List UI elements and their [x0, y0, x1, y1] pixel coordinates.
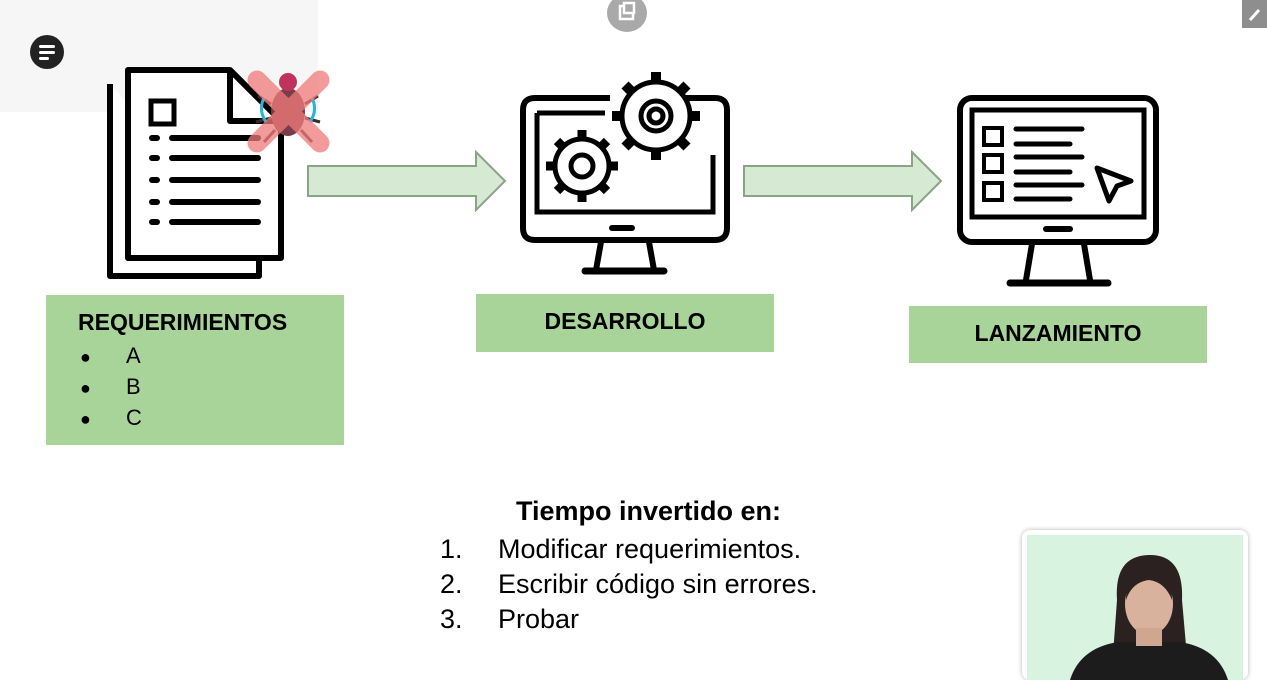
flow-arrow-2	[743, 150, 943, 212]
list-item: 2.Escribir código sin errores.	[440, 569, 818, 599]
app-logo-icon[interactable]	[30, 35, 64, 69]
list-item: 1.Modificar requerimientos.	[440, 534, 802, 564]
launch-box	[909, 306, 1207, 363]
list-item: ●C	[80, 405, 142, 430]
list-item: 3.Probar	[440, 604, 580, 634]
requirements-box	[46, 295, 344, 445]
presenter-avatar	[1027, 535, 1243, 680]
requirements-title: REQUERIMIENTOS	[78, 309, 288, 335]
flow-arrow-1	[307, 150, 507, 212]
popout-icon[interactable]	[607, 0, 647, 32]
time-title: Tiempo invertido en:	[516, 496, 782, 526]
cursor-icon	[1094, 165, 1134, 204]
development-title: DESARROLLO	[544, 308, 706, 334]
development-box	[476, 294, 774, 352]
list-item: ●A	[80, 343, 141, 368]
requirements-list: ●A ●B ●C	[80, 340, 142, 433]
gear-icon	[546, 130, 618, 202]
cross-icon	[247, 70, 330, 153]
requirements-document-icon	[107, 67, 330, 279]
development-monitor-icon	[520, 72, 730, 275]
time-steps-list: 1.Modificar requerimientos. 2.Escribir c…	[440, 532, 818, 637]
list-item: ●B	[80, 374, 141, 399]
gear-icon	[612, 72, 700, 160]
presenter-video[interactable]	[1022, 530, 1248, 680]
collapse-icon[interactable]	[1242, 0, 1267, 28]
launch-title: LANZAMIENTO	[974, 320, 1142, 346]
launch-monitor-icon	[957, 95, 1159, 287]
